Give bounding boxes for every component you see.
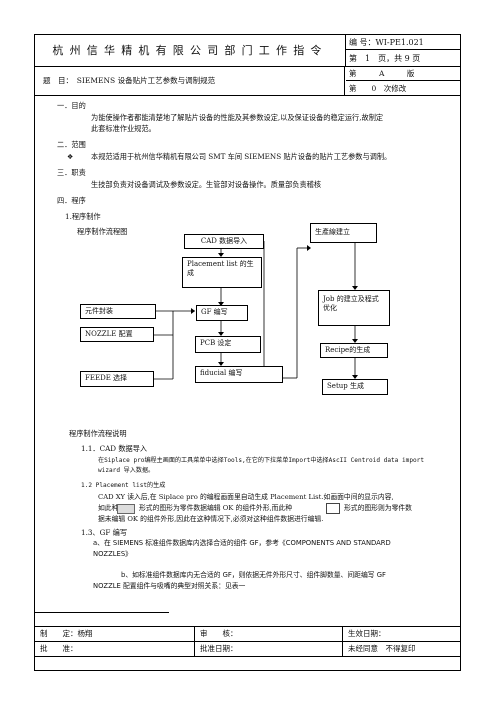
footnote-rule	[35, 612, 169, 613]
subject-row: 题 目： SIEMENS 设备贴片工艺参数与调制规范 第 A 版 第 0 次修改	[35, 67, 460, 96]
section-4-sub: 1.程序制作	[65, 212, 101, 221]
section-3-text: 生技部负责对设备调试及参数设定。生管部对设备操作。质量部负责稽核	[91, 180, 322, 189]
company-title: 杭州信华精机有限公司部门工作指令	[35, 35, 346, 66]
desc-1-3-b1: b、如标准组件数据库内无合适的 GF，则依据无件外形尺寸、组件脚数量、间距编写 …	[121, 571, 386, 579]
revision-cell: 第 0 次修改	[349, 84, 407, 93]
footer-review: 审 核：	[200, 629, 238, 638]
desc-1-3: 1.3、GF 编写	[81, 528, 128, 537]
desc-1-2-line1: CAD XY 读入后,在 Siplace pro 的编程画面里自动生成 Plac…	[98, 493, 394, 501]
flow-chart-title: 程序制作流程图	[77, 227, 128, 236]
flow-connectors	[154, 241, 358, 380]
desc-1-2: 1.2 Placement list的生成	[81, 482, 166, 489]
footer-divider-h	[35, 641, 460, 642]
header-row: 杭州信华精机有限公司部门工作指令 编 号：WI-PE1.021 第 1 页，共 …	[35, 35, 460, 67]
footer-no-copy: 未经同意 不得复印	[348, 644, 416, 653]
desc-1-1: 1.1．CAD 数据导入	[81, 444, 148, 453]
doc-number: 编 号：WI-PE1.021	[346, 35, 460, 50]
flow-box-fiducial: fiducial 编写	[195, 366, 283, 383]
section-3-heading: 三．职责	[57, 168, 86, 177]
flow-box-pcb: PCB 设定	[195, 336, 261, 353]
flow-box-nozzle: NOZZLE 配置	[80, 327, 154, 342]
footer-made-by: 制 定：杨翔	[40, 629, 93, 638]
component-not-ok-icon	[326, 503, 340, 514]
section-4-heading: 四．程序	[57, 196, 86, 205]
section-1-text-1: 为能使操作者都能清楚地了解贴片设备的性能及其参数设定,以及保证设备的稳定运行,故…	[91, 113, 384, 122]
flow-box-cad: CAD 数据导入	[184, 234, 264, 249]
flow-box-job: Job 的建立及程式优化	[318, 290, 390, 326]
section-1-text-2: 此套标准作业规范。	[91, 124, 156, 133]
flow-box-recipe: Recipe的生成	[320, 343, 388, 358]
desc-1-1-line1: 在Siplace pro编程主画面的工具菜单中选择Tools,在它的下拉菜单Im…	[98, 457, 425, 464]
desc-1-2-line2a: 如此种	[98, 504, 119, 512]
footer-effective-date: 生效日期：	[348, 629, 386, 638]
desc-1-1-line2: wizard 导入数据。	[98, 467, 155, 474]
section-2-heading: 二．范围	[57, 140, 86, 149]
component-ok-icon	[117, 504, 135, 514]
flow-box-feeder: FEEDE 选择	[80, 371, 154, 387]
flow-box-component: 元件封装	[80, 304, 156, 319]
desc-1-3-a2: NOZZLES》	[93, 550, 132, 558]
desc-1-2-line2b: 形式的图形为零件数据编辑 OK 的组件外形,而此种	[139, 504, 293, 512]
flow-box-gf: GF 编写	[196, 305, 248, 321]
desc-heading: 程序制作流程说明	[69, 429, 127, 438]
footer-table: 制 定：杨翔 审 核： 生效日期： 批 准： 批准日期： 未经同意 不得复印	[35, 626, 460, 671]
footer-divider-h2	[35, 656, 460, 657]
desc-1-2-line2c: 形式的图形则为零件数	[344, 504, 412, 512]
desc-1-2-line3: 据未编辑 OK 的组件外形,因此在这种情况下,必须对这种组件数据进行编辑.	[98, 515, 324, 523]
flow-box-line: 生產線建立	[310, 223, 377, 243]
bullet-icon: ❖	[67, 152, 74, 161]
document-frame: 杭州信华精机有限公司部门工作指令 编 号：WI-PE1.021 第 1 页，共 …	[34, 34, 461, 671]
section-2-text: 本规范适用于杭州信华精机有限公司 SMT 车间 SIEMENS 贴片设备的贴片工…	[91, 152, 392, 161]
footer-approve: 批 准：	[40, 644, 78, 653]
footer-divider-v1	[194, 627, 195, 656]
desc-1-3-b2: NOZZLE 配置组件与吸嘴的典型对照关系：见表一	[93, 582, 246, 590]
flow-box-setup: Setup 生成	[322, 379, 388, 395]
flow-box-placement: Placement list 的生成	[182, 257, 262, 288]
version-cell: 第 A 版	[346, 67, 460, 81]
footer-approve-date: 批准日期：	[200, 644, 238, 653]
subject-title: 题 目： SIEMENS 设备贴片工艺参数与调制规范	[35, 67, 345, 95]
desc-1-3-a1: a、在 SIEMENS 标准组件数据库内选择合适的组件 GF，参考《COMPON…	[93, 539, 391, 547]
footer-divider-v2	[342, 627, 343, 656]
section-1-heading: 一．目的	[57, 101, 86, 110]
page-info: 第 1 页，共 9 页	[349, 54, 421, 63]
